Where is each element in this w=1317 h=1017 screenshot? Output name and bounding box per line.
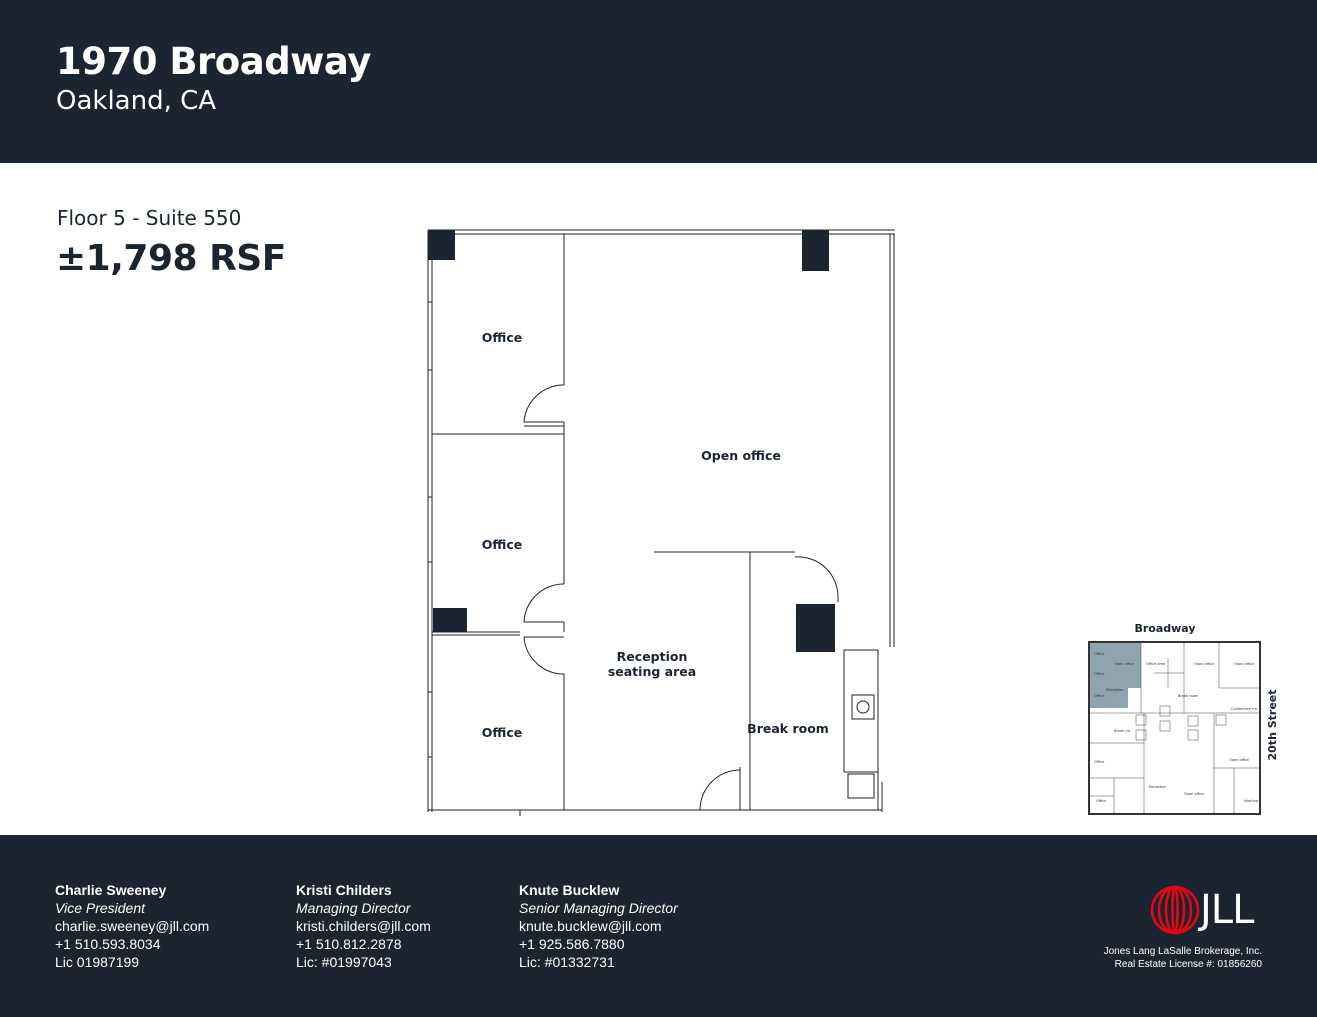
key-plan-street-top: Broadway bbox=[1134, 622, 1195, 635]
key-plan-suite-highlight bbox=[1090, 643, 1141, 708]
svg-text:Meeting: Meeting bbox=[1244, 799, 1258, 803]
contact-title: Senior Managing Director bbox=[519, 900, 678, 916]
broker-name: Jones Lang LaSalle Brokerage, Inc. bbox=[1103, 946, 1262, 957]
contact-phone[interactable]: +1 510.812.2878 bbox=[296, 936, 402, 952]
contact-title: Vice President bbox=[55, 900, 146, 916]
svg-text:Office area: Office area bbox=[1146, 662, 1165, 666]
key-plan-street-right: 20th Street bbox=[1266, 689, 1279, 760]
room-label-open-office: Open office bbox=[701, 448, 781, 463]
property-location: Oakland, CA bbox=[56, 86, 217, 116]
contact-email[interactable]: kristi.childers@jll.com bbox=[296, 918, 431, 934]
contact-name: Charlie Sweeney bbox=[55, 882, 167, 898]
contact-name: Kristi Childers bbox=[296, 882, 392, 898]
svg-text:Open office: Open office bbox=[1229, 758, 1249, 762]
property-title: 1970 Broadway bbox=[56, 40, 371, 83]
room-label-reception-1: Reception bbox=[617, 649, 688, 664]
room-label-break-room: Break room bbox=[747, 721, 829, 736]
contact-name: Knute Bucklew bbox=[519, 882, 620, 898]
svg-text:Office: Office bbox=[1096, 799, 1106, 803]
svg-text:Conference rm.: Conference rm. bbox=[1231, 707, 1258, 711]
room-label-office-3: Office bbox=[482, 725, 522, 740]
contact-phone[interactable]: +1 925.586.7880 bbox=[519, 936, 625, 952]
contact-license: Lic: #01997043 bbox=[296, 954, 392, 970]
footer-contacts: Charlie Sweeney Vice President charlie.s… bbox=[0, 835, 1317, 1017]
svg-text:Open office: Open office bbox=[1234, 662, 1254, 666]
suite-area: ±1,798 RSF bbox=[56, 238, 286, 279]
header-banner: 1970 Broadway Oakland, CA bbox=[0, 0, 1317, 163]
contact-card: Kristi Childers Managing Director kristi… bbox=[296, 881, 431, 971]
room-label-office-2: Office bbox=[482, 537, 522, 552]
jll-logo-text: JLL bbox=[1200, 887, 1254, 933]
key-plan: Broadway 20th Street Office Open office … bbox=[1088, 622, 1279, 815]
svg-text:Open office: Open office bbox=[1194, 662, 1214, 666]
broker-info: Jones Lang LaSalle Brokerage, Inc. Real … bbox=[1104, 945, 1262, 971]
broker-license: Real Estate License #: 01856260 bbox=[1114, 959, 1262, 970]
svg-text:Office: Office bbox=[1094, 760, 1104, 764]
contact-title: Managing Director bbox=[296, 900, 411, 916]
svg-text:Open office: Open office bbox=[1184, 792, 1204, 796]
room-label-reception-2: seating area bbox=[608, 664, 696, 679]
contact-email[interactable]: knute.bucklew@jll.com bbox=[519, 918, 662, 934]
floor-plan: Office Office Office Open office Recepti… bbox=[427, 229, 895, 816]
svg-text:Break rm.: Break rm. bbox=[1114, 729, 1131, 733]
contact-phone[interactable]: +1 510.593.8034 bbox=[55, 936, 161, 952]
contact-license: Lic 01987199 bbox=[55, 954, 140, 970]
svg-text:Office: Office bbox=[1094, 672, 1104, 676]
svg-text:Reception: Reception bbox=[1106, 688, 1123, 692]
svg-text:Office: Office bbox=[1094, 694, 1104, 698]
contact-email[interactable]: charlie.sweeney@jll.com bbox=[55, 918, 210, 934]
jll-logo-icon bbox=[1150, 885, 1200, 935]
room-label-office-1: Office bbox=[482, 330, 522, 345]
suite-label: Floor 5 - Suite 550 bbox=[57, 206, 242, 230]
svg-text:Office: Office bbox=[1094, 652, 1104, 656]
svg-text:Break room: Break room bbox=[1178, 694, 1199, 698]
contact-card: Charlie Sweeney Vice President charlie.s… bbox=[55, 881, 209, 971]
svg-text:Reception: Reception bbox=[1149, 785, 1166, 789]
contact-license: Lic: #01332731 bbox=[519, 954, 615, 970]
contact-card: Knute Bucklew Senior Managing Director k… bbox=[519, 881, 678, 971]
svg-text:Open office: Open office bbox=[1114, 662, 1134, 666]
